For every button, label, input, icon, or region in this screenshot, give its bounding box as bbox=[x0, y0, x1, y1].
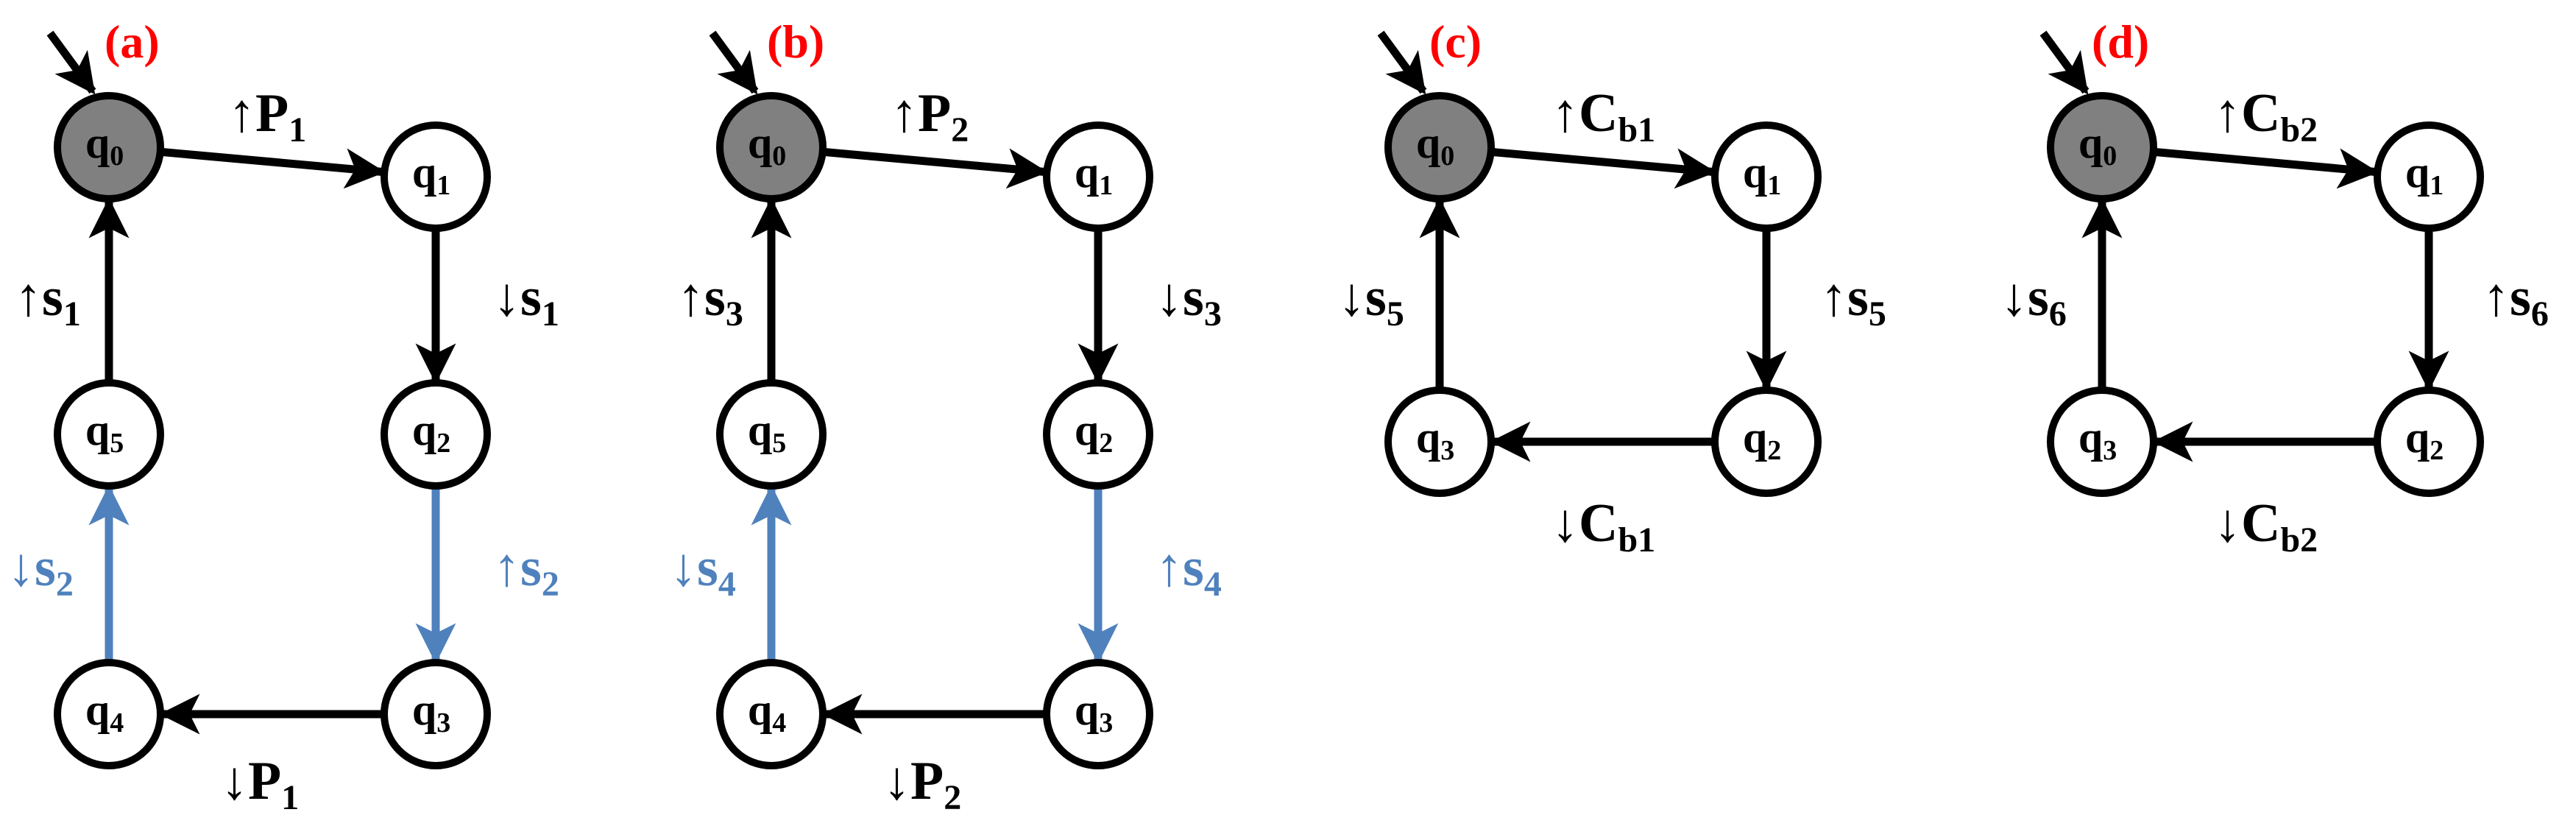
state-q0: q0 bbox=[2047, 92, 2157, 202]
transition-q0-q1 bbox=[1490, 147, 1716, 189]
initial-state-arrow bbox=[709, 30, 759, 95]
transition-label-q0-q1: ↑Cb2 bbox=[2214, 83, 2318, 149]
panel-label-c: (c) bbox=[1429, 15, 1482, 68]
state-circle bbox=[1384, 387, 1495, 497]
state-q0: q0 bbox=[716, 92, 827, 202]
state-label: q3 bbox=[412, 685, 450, 738]
state-label: q4 bbox=[85, 685, 124, 738]
state-circle bbox=[2047, 387, 2157, 497]
transition-q0-q1 bbox=[2153, 147, 2379, 189]
transition-label-q3-q0: ↓s6 bbox=[2000, 267, 2067, 334]
state-circle bbox=[1043, 121, 1153, 232]
state-q1: q1 bbox=[2374, 121, 2484, 232]
state-label: q2 bbox=[1075, 406, 1113, 459]
panel-label-a: (a) bbox=[105, 15, 160, 68]
state-label: q4 bbox=[748, 685, 786, 738]
panel-label-d: (d) bbox=[2092, 15, 2149, 68]
state-label: q0 bbox=[85, 119, 124, 172]
transition-label-q1-q2: ↑s5 bbox=[1820, 267, 1886, 334]
state-label: q1 bbox=[1075, 148, 1113, 201]
transition-label-q2-q3: ↓Cb1 bbox=[1551, 493, 1655, 560]
state-label: q0 bbox=[2078, 119, 2117, 172]
transition-label-q1-q2: ↑s6 bbox=[2483, 267, 2549, 334]
state-circle bbox=[716, 92, 827, 202]
state-circle bbox=[1384, 92, 1495, 202]
state-q4: q4 bbox=[54, 659, 164, 769]
state-label: q2 bbox=[2405, 413, 2444, 466]
state-label: q5 bbox=[85, 406, 124, 459]
state-circle bbox=[381, 379, 491, 490]
transition-label-q5-q0: ↑s1 bbox=[15, 267, 81, 334]
transition-label-q0-q1: ↑P1 bbox=[228, 83, 306, 149]
state-q2: q2 bbox=[2374, 387, 2484, 497]
state-circle bbox=[381, 659, 491, 769]
state-q3: q3 bbox=[381, 659, 491, 769]
transition-q0-q1 bbox=[822, 147, 1048, 189]
transition-q0-q1 bbox=[160, 147, 386, 189]
state-label: q2 bbox=[1743, 413, 1781, 466]
transition-label-q4-q5: ↓s4 bbox=[670, 537, 736, 604]
transition-label-q3-q4: ↓P1 bbox=[221, 751, 299, 815]
state-circle bbox=[1711, 121, 1822, 232]
state-q4: q4 bbox=[716, 659, 827, 769]
state-circle bbox=[54, 379, 164, 490]
transition-label-q2-q3: ↑s4 bbox=[1156, 537, 1222, 604]
panel-a: ↑P1 ↓s1 ↑s2 ↓P1 ↓s2 ↑s1 q0 q1 q2 q3 q4 q5 (a) bbox=[7, 15, 559, 815]
state-label: q3 bbox=[1416, 413, 1454, 466]
state-label: q2 bbox=[412, 406, 450, 459]
state-circle bbox=[716, 659, 827, 769]
state-q3: q3 bbox=[1043, 659, 1153, 769]
state-q1: q1 bbox=[1711, 121, 1822, 232]
state-circle bbox=[716, 379, 827, 490]
state-q3: q3 bbox=[1384, 387, 1495, 497]
state-circle bbox=[1043, 659, 1153, 769]
state-label: q1 bbox=[2405, 148, 2444, 201]
state-q2: q2 bbox=[1711, 387, 1822, 497]
state-circle bbox=[2374, 121, 2484, 232]
state-label: q5 bbox=[748, 406, 786, 459]
state-q5: q5 bbox=[716, 379, 827, 490]
state-circle bbox=[54, 92, 164, 202]
state-q3: q3 bbox=[2047, 387, 2157, 497]
panel-b: ↑P2 ↓s3 ↑s4 ↓P2 ↓s4 ↑s3 q0 q1 q2 q3 q4 q5 (b) bbox=[670, 15, 1222, 815]
state-q2: q2 bbox=[1043, 379, 1153, 490]
transition-label-q3-q0: ↓s5 bbox=[1338, 267, 1404, 334]
state-label: q0 bbox=[748, 119, 786, 172]
state-q1: q1 bbox=[1043, 121, 1153, 232]
state-circle bbox=[54, 659, 164, 769]
state-circle bbox=[1711, 387, 1822, 497]
state-q0: q0 bbox=[54, 92, 164, 202]
initial-state-arrow bbox=[1377, 30, 1427, 95]
transition-label-q1-q2: ↓s1 bbox=[493, 267, 559, 334]
transition-label-q4-q5: ↓s2 bbox=[7, 537, 74, 604]
transition-label-q1-q2: ↓s3 bbox=[1156, 267, 1222, 334]
transition-label-q5-q0: ↑s3 bbox=[677, 267, 743, 334]
transition-label-q0-q1: ↑Cb1 bbox=[1551, 83, 1655, 149]
transition-label-q2-q3: ↓Cb2 bbox=[2214, 493, 2318, 560]
state-circle bbox=[381, 121, 491, 232]
state-label: q0 bbox=[1416, 119, 1454, 172]
state-circle bbox=[2047, 92, 2157, 202]
initial-state-arrow bbox=[46, 30, 96, 95]
state-label: q3 bbox=[1075, 685, 1113, 738]
state-label: q3 bbox=[2078, 413, 2117, 466]
state-q1: q1 bbox=[381, 121, 491, 232]
transition-label-q2-q3: ↑s2 bbox=[493, 537, 559, 604]
state-q2: q2 bbox=[381, 379, 491, 490]
state-q0: q0 bbox=[1384, 92, 1495, 202]
initial-state-arrow bbox=[2039, 30, 2090, 95]
state-circle bbox=[1043, 379, 1153, 490]
panel-c: ↑Cb1 ↑s5 ↓Cb1 ↓s5 q0 q1 q2 q3 (c) bbox=[1338, 15, 1886, 560]
state-circle bbox=[2374, 387, 2484, 497]
panel-label-b: (b) bbox=[767, 15, 824, 68]
transition-label-q0-q1: ↑P2 bbox=[891, 83, 969, 149]
state-label: q1 bbox=[412, 148, 450, 201]
transition-label-q3-q4: ↓P2 bbox=[883, 751, 961, 815]
state-q5: q5 bbox=[54, 379, 164, 490]
panel-d: ↑Cb2 ↑s6 ↓Cb2 ↓s6 q0 q1 q2 q3 (d) bbox=[2000, 15, 2549, 560]
state-label: q1 bbox=[1743, 148, 1781, 201]
